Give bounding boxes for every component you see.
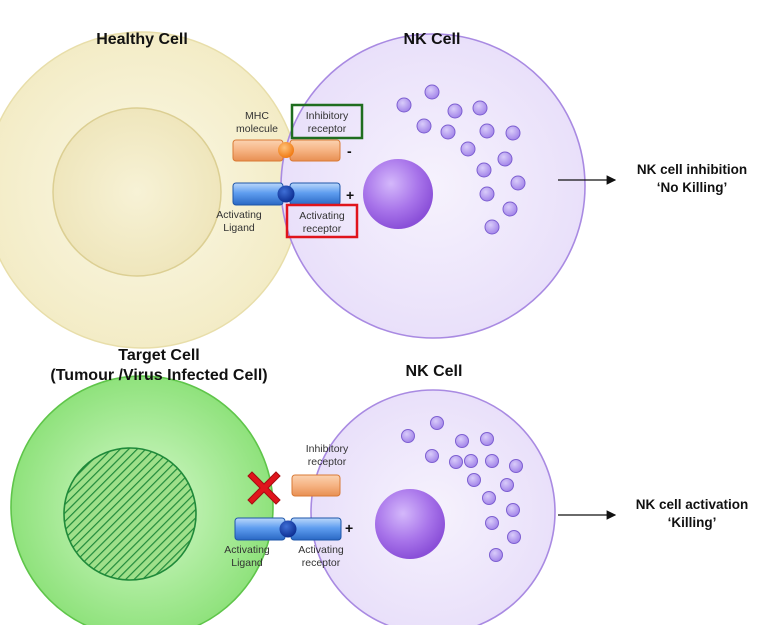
plus-sign-bottom: + [345,520,353,536]
granule [449,455,463,469]
granule [396,97,412,113]
granule [416,118,432,134]
granule [440,124,456,140]
granule [460,141,476,157]
granules-bottom [401,416,523,562]
granule [467,473,481,487]
inhibitory-receptor-highlight-box [290,103,364,140]
outcome-bottom-line1: NK cell activation [636,497,749,512]
granule [482,491,496,505]
target-cell-title-line1: Target Cell [118,347,200,364]
granule [510,175,526,191]
granule [505,125,521,141]
activating-receptor-line2: receptor [303,223,342,235]
nk-nucleus-top [363,159,433,229]
activating-ligand-shape [232,182,284,206]
granule [447,103,463,119]
granule [479,123,495,139]
inhibitory-receptor-shape [289,139,341,162]
granule [472,100,488,116]
mhc-label-line1: MHC [245,110,269,122]
healthy-cell-nucleus [52,107,222,277]
target-cell-title-line2: (Tumour /Virus Infected Cell) [50,367,267,384]
outcome-bottom-line2: ‘Killing’ [668,515,717,530]
inhibitory-label-line2: receptor [308,123,347,135]
activating-receptor-shape [289,182,341,206]
granule [479,186,495,202]
granule [464,454,478,468]
mhc-label-line2: molecule [236,123,278,135]
activating-pair-bottom [234,517,342,541]
granule [401,429,415,443]
inhibitory-label-bottom-line2: receptor [308,456,347,468]
x-mark-icon [247,471,281,505]
activating-receptor-shape-bottom [290,517,342,541]
activating-ligand-line2: Ligand [223,222,255,234]
inhibitory-label-line1: Inhibitory [306,110,349,122]
minus-sign: - [347,143,352,159]
healthy-cell-title: Healthy Cell [96,31,188,48]
granule [424,84,440,100]
granule [497,151,513,167]
granules-top [396,84,526,235]
plus-sign-top: + [346,187,354,203]
inhibitory-receptor-shape-bottom [291,474,341,497]
activating-ligand-bottom-line2: Ligand [231,557,263,569]
activating-ball-bottom [279,520,297,538]
activating-pair-top [232,182,341,206]
granule [500,478,514,492]
activating-ligand-shape-bottom [234,517,286,541]
activating-receptor-line1: Activating [299,210,345,222]
nk-cell-title-bottom: NK Cell [406,363,463,380]
activating-ligand-line1: Activating [216,209,262,221]
activating-ligand-bottom-line1: Activating [224,544,270,556]
activating-receptor-bottom-line2: receptor [302,557,341,569]
mhc-inhibitory-pair [232,139,341,162]
granule [509,459,523,473]
nk-nucleus-bottom [375,489,445,559]
activating-ball [277,185,295,203]
activating-receptor-bottom-line1: Activating [298,544,344,556]
activating-receptor-highlight-box [285,203,359,239]
mhc-peptide-ball [278,142,294,158]
target-cell-nucleus [63,447,197,581]
outcome-top-line2: ‘No Killing’ [657,180,728,195]
granule [430,416,444,430]
granule [476,162,492,178]
granule [485,516,499,530]
inhibitory-label-bottom-line1: Inhibitory [306,443,349,455]
granule [480,432,494,446]
granule [484,219,500,235]
nk-cell-title-top: NK Cell [404,31,461,48]
outcome-top-line1: NK cell inhibition [637,162,747,177]
bottom-panel: Target Cell (Tumour /Virus Infected Cell… [10,347,749,625]
granule [506,503,520,517]
granule [502,201,518,217]
granule [489,548,503,562]
top-panel: Healthy Cell NK Cell MHC molecule Inhibi… [0,31,747,349]
granule [455,434,469,448]
granule [485,454,499,468]
granule [425,449,439,463]
granule [507,530,521,544]
mhc-molecule-shape [232,139,284,162]
